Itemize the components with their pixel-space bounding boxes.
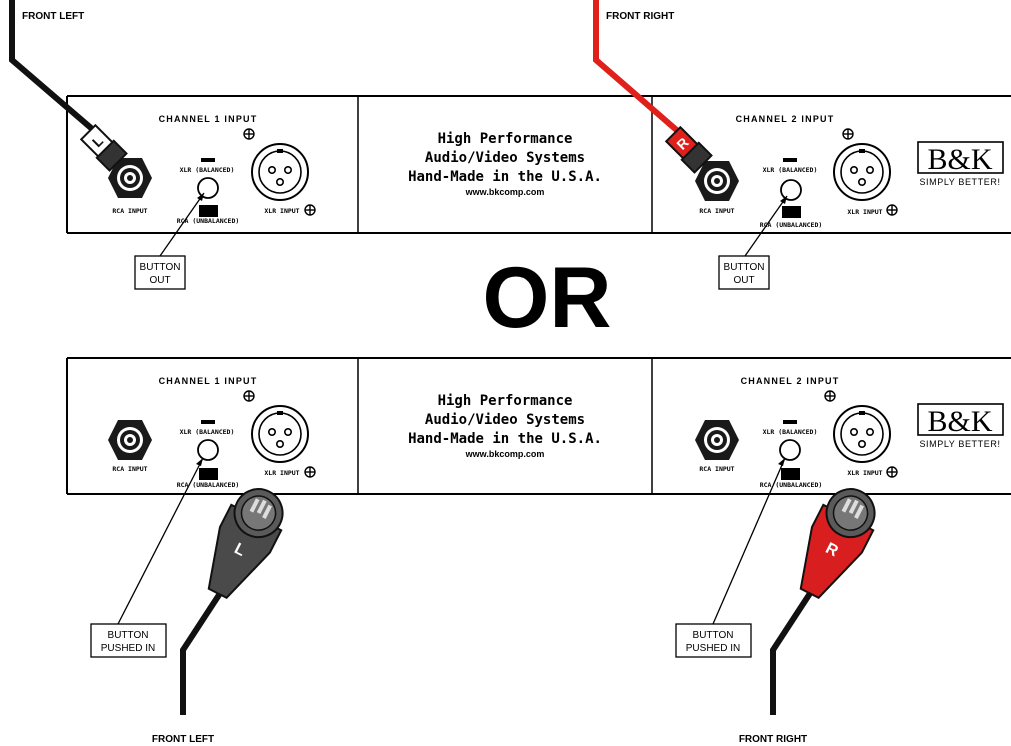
polarity-plus-icon [304, 204, 316, 216]
center-line1: High Performance [438, 131, 573, 147]
ch1-title: CHANNEL 1 INPUT [159, 114, 258, 124]
polarity-plus-icon [886, 466, 898, 478]
rca-jack-icon [108, 420, 152, 460]
front-right-label: FRONT RIGHT [739, 734, 807, 745]
front-right-label: FRONT RIGHT [606, 11, 674, 22]
input-select-button [780, 179, 802, 201]
rca-unbalanced-label: RCA (UNBALANCED) [760, 221, 823, 229]
front-right-cable [770, 573, 825, 715]
xlr-plug-left-icon: L [207, 488, 284, 600]
callout-box [134, 255, 186, 290]
front-left-label: FRONT LEFT [152, 734, 214, 745]
xlr-jack-icon [833, 405, 891, 463]
callout-box [90, 623, 167, 658]
front-left-cable [180, 573, 235, 715]
polarity-plus-icon [304, 466, 316, 478]
brand-name: B&K [927, 143, 992, 176]
xlr-input-label: XLR INPUT [847, 208, 882, 216]
brand-tagline: SIMPLY BETTER! [919, 177, 1000, 187]
rca-plug-left-icon: L [79, 123, 128, 172]
xlr-jack-icon [251, 405, 309, 463]
or-separator: OR [483, 250, 612, 346]
callout-line2: OUT [149, 275, 170, 286]
center-line2: Audio/Video Systems [425, 412, 585, 428]
center-url: www.bkcomp.com [465, 187, 545, 197]
callout-line1: BUTTON [140, 262, 181, 273]
input-select-button [779, 439, 801, 461]
top-configuration: CHANNEL 1 INPUT RCA INPUT XLR (BALANCED)… [9, 0, 1011, 290]
rca-unbalanced-label: RCA (UNBALANCED) [177, 481, 240, 489]
brand-name: B&K [927, 405, 992, 438]
rca-input-label: RCA INPUT [112, 465, 147, 473]
center-url: www.bkcomp.com [465, 449, 545, 459]
callout-box [718, 255, 770, 290]
center-line3: Hand-Made in the U.S.A. [408, 169, 602, 185]
callout-line1: BUTTON [724, 262, 765, 273]
center-line2: Audio/Video Systems [425, 150, 585, 166]
polarity-plus-icon [824, 390, 836, 402]
rca-jack-icon [695, 161, 739, 201]
callout-line2: OUT [733, 275, 754, 286]
rca-input-label: RCA INPUT [112, 207, 147, 215]
xlr-input-label: XLR INPUT [847, 469, 882, 477]
ch2-title: CHANNEL 2 INPUT [736, 114, 835, 124]
xlr-jack-icon [833, 143, 891, 201]
xlr-plug-right-icon: R [799, 488, 876, 600]
rca-unbalanced-label: RCA (UNBALANCED) [177, 217, 240, 225]
brand-logo [917, 141, 1004, 174]
polarity-plus-icon [243, 128, 255, 140]
rca-jack-icon [695, 420, 739, 460]
front-left-label: FRONT LEFT [22, 11, 84, 22]
callout-line2: PUSHED IN [101, 643, 155, 654]
center-line3: Hand-Made in the U.S.A. [408, 431, 602, 447]
ch2-title: CHANNEL 2 INPUT [741, 376, 840, 386]
polarity-plus-icon [842, 128, 854, 140]
callout-line1: BUTTON [693, 630, 734, 641]
xlr-indicator [201, 158, 215, 162]
rca-input-label: RCA INPUT [699, 207, 734, 215]
rca-plug-right-icon: R [664, 125, 713, 174]
callout-line1: BUTTON [108, 630, 149, 641]
callout-box [675, 623, 752, 658]
xlr-balanced-label: XLR (BALANCED) [180, 428, 235, 436]
center-line1: High Performance [438, 393, 573, 409]
xlr-jack-icon [251, 143, 309, 201]
rca-input-label: RCA INPUT [699, 465, 734, 473]
xlr-balanced-label: XLR (BALANCED) [763, 166, 818, 174]
brand-tagline: SIMPLY BETTER! [919, 439, 1000, 449]
front-right-cable [593, 0, 690, 143]
ch1-title: CHANNEL 1 INPUT [159, 376, 258, 386]
front-left-cable [9, 0, 107, 143]
xlr-input-label: XLR INPUT [264, 469, 299, 477]
input-select-button [197, 439, 219, 461]
input-select-button [197, 177, 219, 199]
brand-logo [917, 403, 1004, 436]
xlr-balanced-label: XLR (BALANCED) [180, 166, 235, 174]
rca-indicator [199, 205, 218, 217]
xlr-input-label: XLR INPUT [264, 207, 299, 215]
rca-unbalanced-label: RCA (UNBALANCED) [760, 481, 823, 489]
polarity-plus-icon [886, 204, 898, 216]
callout-line2: PUSHED IN [686, 643, 740, 654]
bottom-configuration: CHANNEL 1 INPUT RCA INPUT XLR (BALANCED)… [66, 357, 1011, 745]
xlr-balanced-label: XLR (BALANCED) [763, 428, 818, 436]
polarity-plus-icon [243, 390, 255, 402]
